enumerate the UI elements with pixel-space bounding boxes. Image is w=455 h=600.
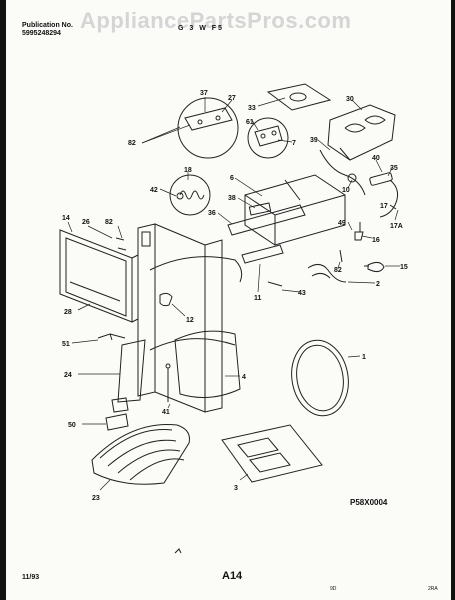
part-1-gasket-ring <box>291 339 349 417</box>
leader-lines <box>67 97 400 491</box>
callout-35: 35 <box>390 165 398 172</box>
part-12-chute <box>159 292 173 307</box>
part-33-plate <box>266 83 332 111</box>
main-dispenser-housing <box>137 223 243 413</box>
page-number: A14 <box>222 570 243 582</box>
callout-30: 30 <box>346 96 354 103</box>
part-6-dispenser-assembly <box>227 174 346 264</box>
callout-11: 11 <box>254 295 262 302</box>
callout-12: 12 <box>186 317 194 324</box>
callout-18: 18 <box>184 167 192 174</box>
part-30-housing <box>327 104 396 161</box>
callout-28: 28 <box>64 309 72 316</box>
callout-numbers: 33 30 37 27 82 61 7 39 40 35 10 6 18 42 … <box>62 90 408 502</box>
callout-41: 41 <box>162 409 170 416</box>
part-50-pad <box>105 413 129 431</box>
part-15-bulb <box>364 261 385 273</box>
callout-43: 43 <box>298 290 306 297</box>
callout-16: 16 <box>372 237 380 244</box>
part-82-screw-right <box>339 249 343 263</box>
callout-38: 38 <box>228 195 236 202</box>
drawing-code: P58X0004 <box>350 498 388 507</box>
part-51-clip <box>97 333 126 341</box>
publication-label: Publication No. <box>22 22 73 29</box>
callout-6: 6 <box>230 175 234 182</box>
callout-61: 61 <box>246 119 254 126</box>
callout-51: 51 <box>62 341 70 348</box>
callout-14: 14 <box>62 215 70 222</box>
callout-37: 37 <box>200 90 208 97</box>
callout-50: 50 <box>68 422 76 429</box>
footer-mark-left: 9D <box>330 586 337 592</box>
callout-27: 27 <box>228 95 236 102</box>
callout-10: 10 <box>342 187 350 194</box>
callout-33: 33 <box>248 105 256 112</box>
footer-mark-right: 2RA <box>428 586 438 592</box>
callout-40: 40 <box>372 155 380 162</box>
callout-82-top: 82 <box>128 140 136 147</box>
callout-24: 24 <box>64 372 72 379</box>
publication-number: 5995248294 <box>22 30 61 37</box>
left-scan-edge <box>0 0 6 600</box>
part-18-spring-circle <box>169 174 211 216</box>
part-24-lever <box>111 339 146 413</box>
part-23-drip-tray <box>91 423 190 485</box>
callout-4: 4 <box>242 374 246 381</box>
part-40-switch-wiring <box>319 149 399 241</box>
footer-date: 11/93 <box>22 574 40 581</box>
part-26-screws <box>115 237 127 251</box>
part-41-spring <box>165 363 171 402</box>
callout-1: 1 <box>362 354 366 361</box>
callout-39: 39 <box>310 137 318 144</box>
callout-23: 23 <box>92 495 100 502</box>
callout-49: 49 <box>338 220 346 227</box>
part-43-screw <box>267 281 283 287</box>
model-number: G 3 W F5 <box>178 25 224 32</box>
part-37-bracket-circle <box>177 97 239 159</box>
callout-36: 36 <box>208 210 216 217</box>
callout-82-right: 82 <box>334 267 342 274</box>
callout-15: 15 <box>400 264 408 271</box>
callout-82-mid: 82 <box>105 219 113 226</box>
part-3-grille-plate <box>221 424 323 483</box>
scan-mark <box>174 548 182 554</box>
part-61-bracket-circle <box>247 117 289 159</box>
callout-17a: 17A <box>390 223 403 230</box>
callout-17: 17 <box>380 203 388 210</box>
watermark: AppliancePartsPros.com <box>80 8 352 33</box>
callout-2: 2 <box>376 281 380 288</box>
right-scan-edge <box>451 0 455 600</box>
callout-26: 26 <box>82 219 90 226</box>
callout-3: 3 <box>234 485 238 492</box>
part-2-wire-harness <box>307 264 347 283</box>
callout-7: 7 <box>292 140 296 147</box>
callout-42: 42 <box>150 187 158 194</box>
